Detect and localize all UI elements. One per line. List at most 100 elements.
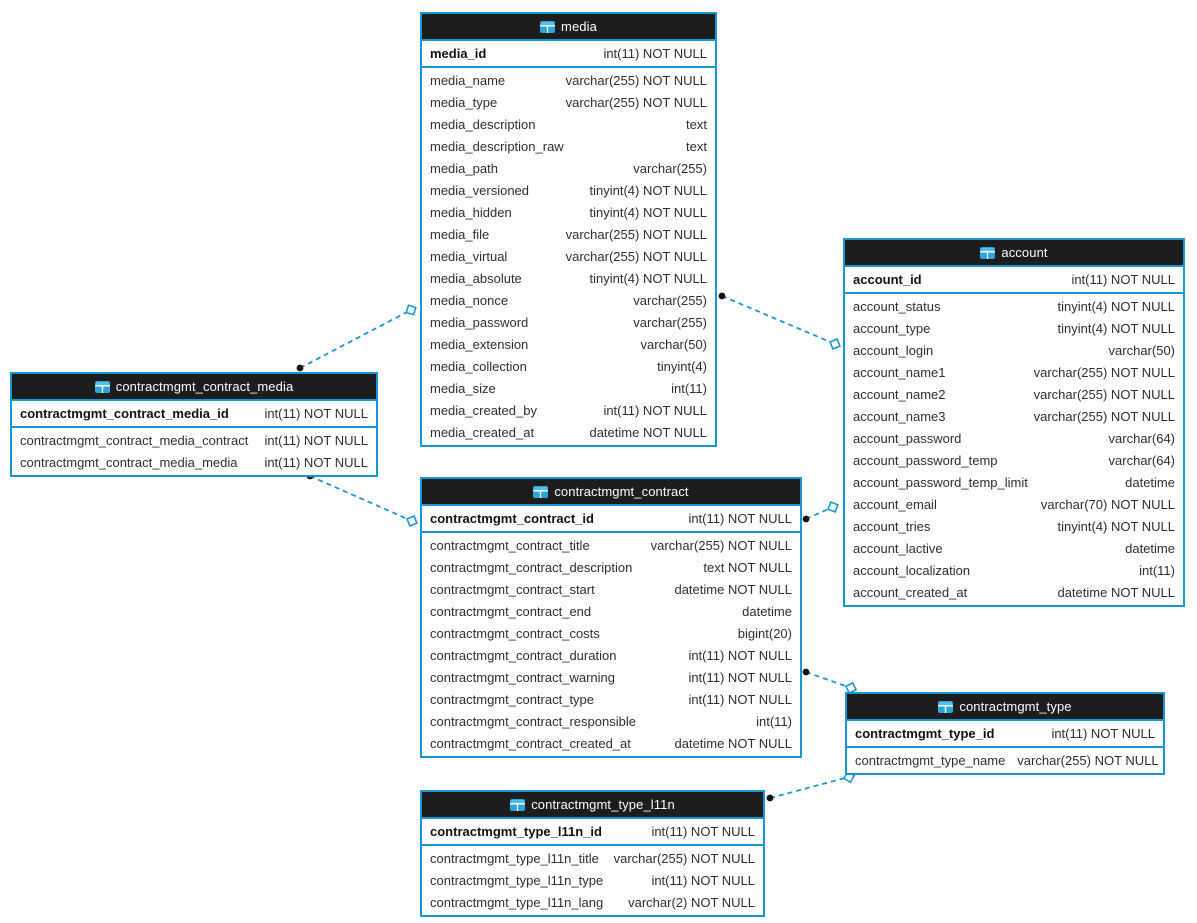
column-name: contractmgmt_contract_type [430, 692, 595, 707]
relation-dot-endpoint [296, 364, 304, 372]
column-type: int(11) NOT NULL [688, 511, 792, 526]
relation-dot-endpoint [766, 794, 774, 802]
table-title: contractmgmt_type [959, 699, 1072, 714]
table-header[interactable]: contractmgmt_contract_media [12, 374, 376, 401]
column-name: contractmgmt_contract_media_id [20, 406, 229, 421]
column-type: datetime NOT NULL [674, 736, 792, 751]
column-type: varchar(255) NOT NULL [1033, 365, 1175, 380]
table-contractmgmt_type_l11n[interactable]: contractmgmt_type_l11n contractmgmt_type_… [420, 790, 765, 917]
column-name: contractmgmt_type_l11n_id [430, 824, 602, 839]
table-icon [533, 485, 549, 498]
pk-row[interactable]: contractmgmt_type_l11n_id int(11) NOT NUL… [422, 819, 763, 846]
table-title: contractmgmt_type_l11n [531, 797, 675, 812]
table-header[interactable]: account [845, 240, 1183, 267]
column-name: contractmgmt_contract_created_at [430, 736, 631, 751]
relation-diamond-endpoint [406, 515, 418, 527]
column-row[interactable]: contractmgmt_contract_created_at datetime… [422, 733, 800, 755]
table-header[interactable]: contractmgmt_contract [422, 479, 800, 506]
column-name: media_hidden [430, 205, 512, 220]
column-type: text [686, 117, 707, 132]
column-type: varchar(255) NOT NULL [565, 227, 707, 242]
relation-contractmgmt_contract_media-to-contractmgmt_contract [306, 472, 418, 527]
column-name: account_login [853, 343, 934, 358]
column-name: contractmgmt_contract_start [430, 582, 595, 597]
table-header[interactable]: media [422, 14, 715, 41]
column-type: tinyint(4) NOT NULL [1057, 299, 1175, 314]
table-header[interactable]: contractmgmt_type_l11n [422, 792, 763, 819]
column-name: media_size [430, 381, 496, 396]
relation-diamond-endpoint [405, 304, 417, 316]
column-type: datetime [742, 604, 792, 619]
column-type: int(11) NOT NULL [651, 824, 755, 839]
column-name: contractmgmt_type_id [855, 726, 995, 741]
column-type: varchar(70) NOT NULL [1040, 497, 1175, 512]
column-type: text NOT NULL [703, 560, 792, 575]
column-type: int(11) NOT NULL [603, 403, 707, 418]
column-name: account_created_at [853, 585, 968, 600]
column-type: int(11) NOT NULL [1071, 272, 1175, 287]
table-header[interactable]: contractmgmt_type [847, 694, 1163, 721]
column-name: contractmgmt_contract_warning [430, 670, 615, 685]
column-type: varchar(64) [1108, 453, 1175, 468]
column-name: account_name3 [853, 409, 946, 424]
column-type: tinyint(4) NOT NULL [589, 271, 707, 286]
column-type: varchar(255) NOT NULL [1017, 753, 1159, 768]
